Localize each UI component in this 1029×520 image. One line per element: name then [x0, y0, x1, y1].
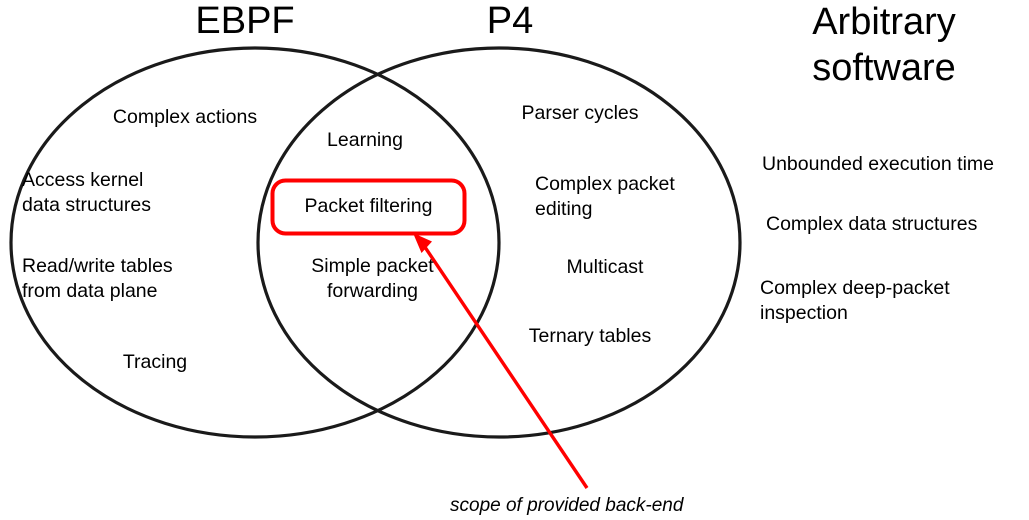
label-simple-packet-forwarding: Simple packet forwarding	[311, 255, 434, 302]
label-complex-packet-editing: Complex packet editing	[535, 173, 675, 220]
label-tracing: Tracing	[122, 351, 188, 373]
label-parser-cycles: Parser cycles	[521, 102, 639, 124]
label-packet-filtering: Packet filtering	[304, 195, 433, 217]
label-complex-actions: Complex actions	[112, 106, 258, 128]
heading-p4: P4	[486, 0, 534, 42]
label-multicast: Multicast	[566, 256, 644, 278]
label-learning: Learning	[327, 129, 403, 151]
heading-arbitrary-software: Arbitrary software	[812, 1, 956, 89]
label-unbounded-execution-time: Unbounded execution time	[762, 153, 994, 175]
annotation-caption: scope of provided back-end	[450, 495, 684, 516]
label-access-kernel-data-structures: Access kernel data structures	[22, 169, 151, 216]
label-complex-deep-packet-inspection: Complex deep-packet inspection	[760, 277, 950, 324]
annotation-arrow-head	[413, 233, 432, 253]
label-ternary-tables: Ternary tables	[528, 325, 652, 347]
label-complex-data-structures: Complex data structures	[766, 213, 978, 235]
heading-ebpf: EBPF	[195, 0, 295, 42]
label-read-write-tables-from-data-plane: Read/write tables from data plane	[22, 255, 173, 302]
